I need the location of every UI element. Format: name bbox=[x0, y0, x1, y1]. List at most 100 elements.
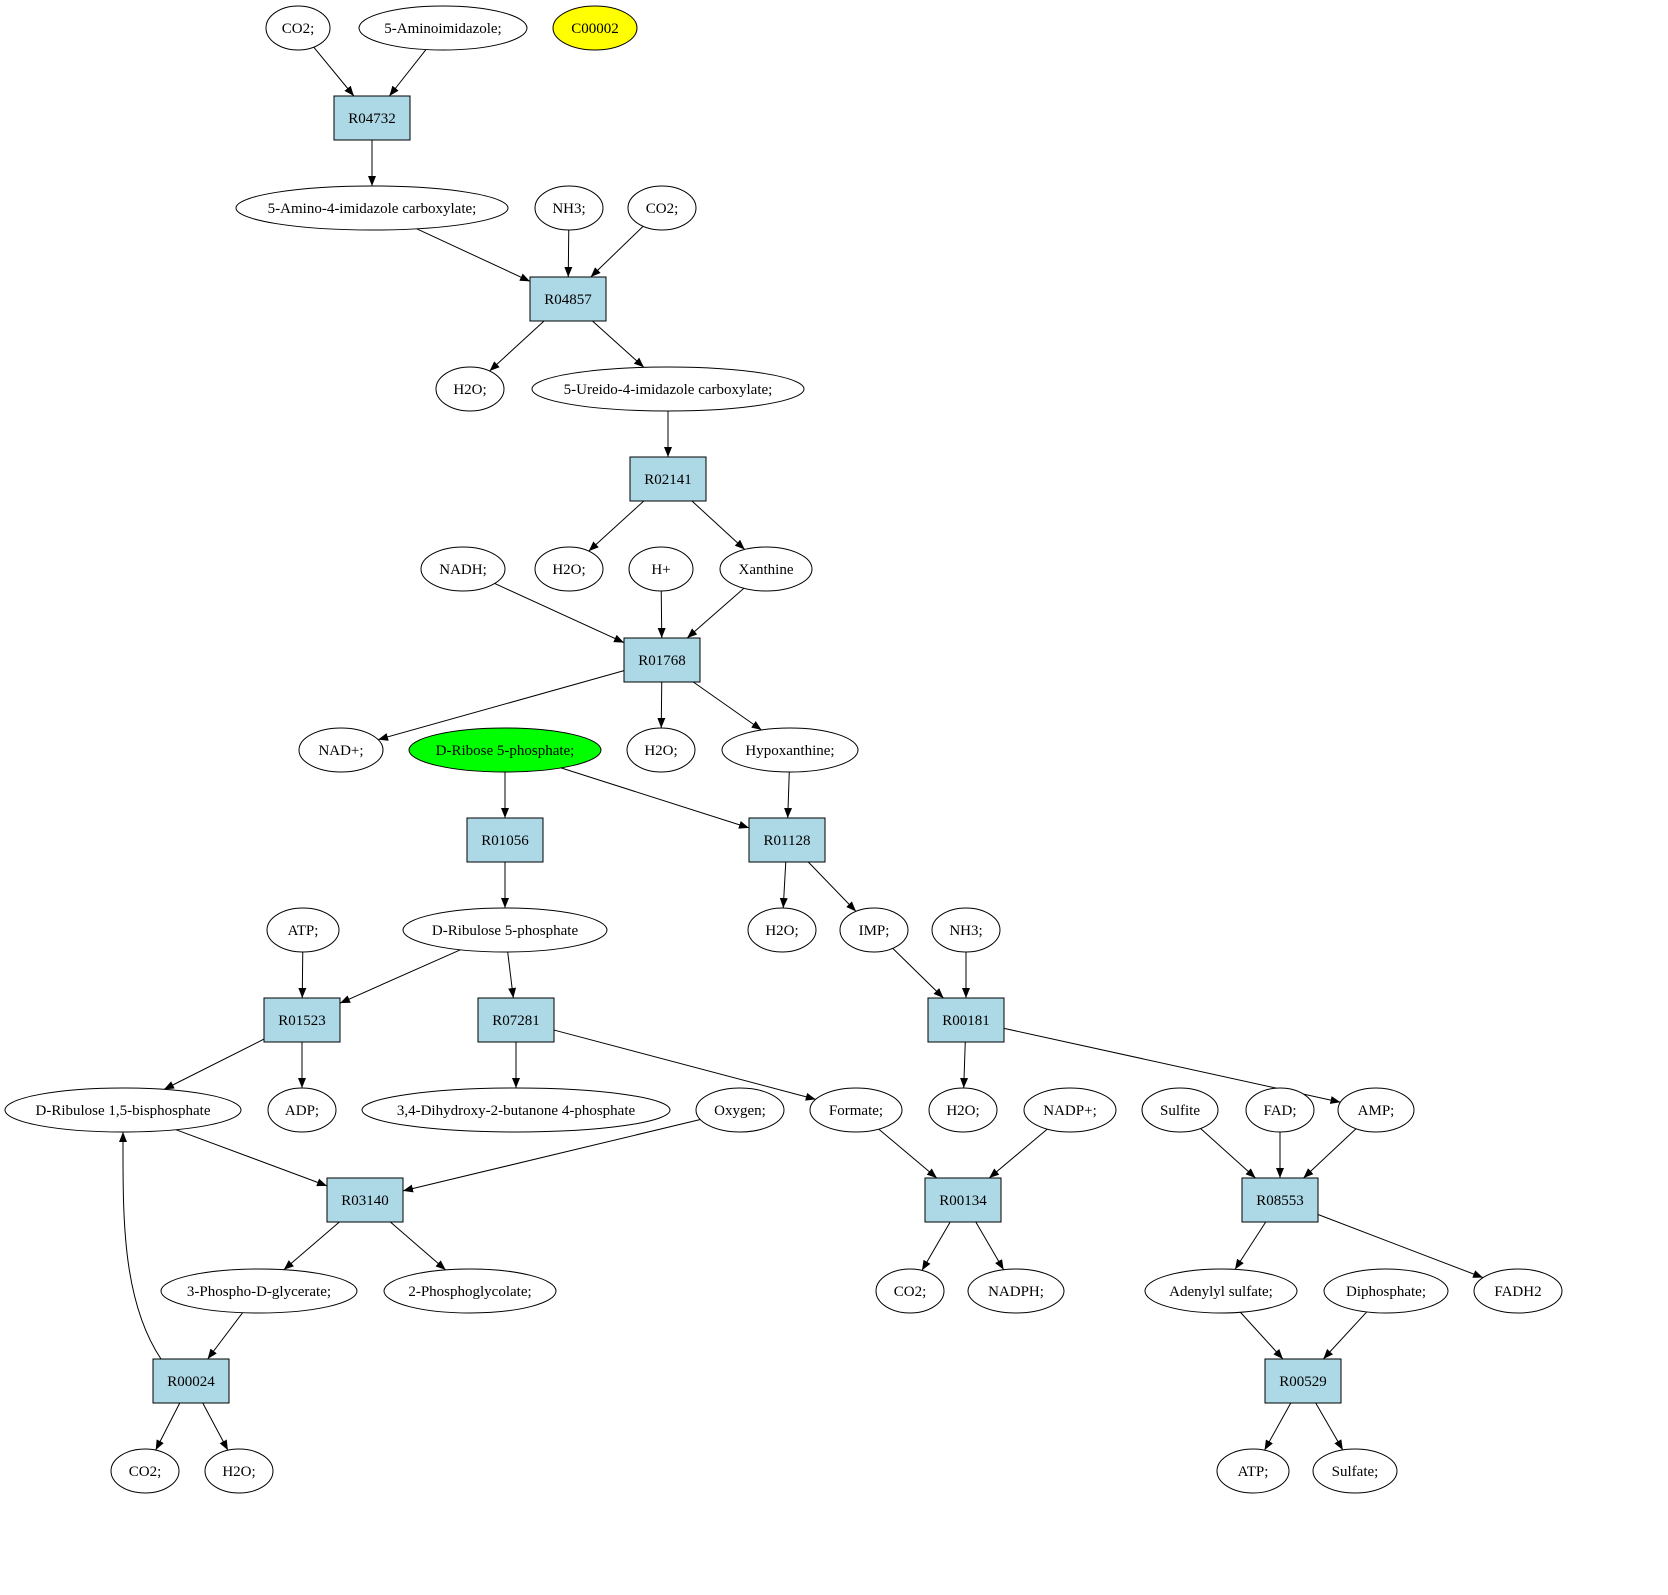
compound-ellipse bbox=[420, 546, 506, 592]
compound-node-c00002[interactable]: C00002 bbox=[552, 5, 638, 51]
reaction-node-R00529[interactable]: R00529 bbox=[1264, 1358, 1342, 1404]
edge-R00529-to-sulfate bbox=[1315, 1402, 1344, 1451]
reaction-node-R04857[interactable]: R04857 bbox=[529, 276, 607, 322]
reaction-node-R07281[interactable]: R07281 bbox=[477, 997, 555, 1043]
compound-node-fad[interactable]: FAD; bbox=[1245, 1087, 1315, 1133]
reaction-node-R04732[interactable]: R04732 bbox=[333, 95, 411, 141]
compound-ellipse bbox=[552, 5, 638, 51]
compound-node-h2o_3[interactable]: H2O; bbox=[626, 727, 696, 773]
node-label: R00134 bbox=[939, 1193, 987, 1209]
compound-node-sulfite[interactable]: Sulfite bbox=[1141, 1087, 1219, 1133]
edge-dr5p-to-R01128 bbox=[560, 767, 750, 829]
reaction-node-R00134[interactable]: R00134 bbox=[924, 1177, 1002, 1223]
compound-node-aps[interactable]: Adenylyl sulfate; bbox=[1144, 1268, 1298, 1314]
compound-node-dhbp[interactable]: 3,4-Dihydroxy-2-butanone 4-phosphate bbox=[361, 1087, 671, 1133]
reaction-node-R03140[interactable]: R03140 bbox=[326, 1177, 404, 1223]
compound-node-co2_a[interactable]: CO2; bbox=[265, 5, 331, 51]
compound-node-h2o_1[interactable]: H2O; bbox=[435, 366, 505, 412]
compound-ellipse bbox=[531, 366, 805, 412]
compound-node-fadh2[interactable]: FADH2 bbox=[1473, 1268, 1563, 1314]
node-label: NADP+; bbox=[1043, 1103, 1096, 1119]
node-label: H2O; bbox=[765, 923, 798, 939]
compound-ellipse bbox=[695, 1087, 785, 1133]
compound-ellipse bbox=[931, 907, 1001, 953]
edge-aminoimidazole-to-R04732 bbox=[388, 49, 427, 97]
edge-R01768-to-h2o_3 bbox=[657, 681, 666, 729]
edge-amp-to-R08553 bbox=[1303, 1128, 1357, 1179]
compound-ellipse bbox=[1023, 1087, 1117, 1133]
node-label: H2O; bbox=[552, 562, 585, 578]
compound-ellipse bbox=[4, 1087, 242, 1133]
compound-node-diphosphate[interactable]: Diphosphate; bbox=[1323, 1268, 1449, 1314]
edge-R04857-to-h2o_1 bbox=[489, 320, 545, 372]
compound-node-h2o_6[interactable]: H2O; bbox=[204, 1448, 274, 1494]
compound-node-h2o_4[interactable]: H2O; bbox=[747, 907, 817, 953]
node-label: Sulfate; bbox=[1332, 1464, 1379, 1480]
compound-ellipse bbox=[627, 185, 697, 231]
edge-nadh-to-R01768 bbox=[494, 583, 625, 644]
compound-node-oxygen[interactable]: Oxygen; bbox=[695, 1087, 785, 1133]
reaction-node-R00181[interactable]: R00181 bbox=[927, 997, 1005, 1043]
reaction-node-R01056[interactable]: R01056 bbox=[466, 817, 544, 863]
compound-ellipse bbox=[204, 1448, 274, 1494]
reaction-node-R01523[interactable]: R01523 bbox=[263, 997, 341, 1043]
edge-R00134-to-co2_c bbox=[921, 1221, 951, 1271]
compound-node-h2o_5[interactable]: H2O; bbox=[928, 1087, 998, 1133]
compound-node-nadp_plus[interactable]: NADP+; bbox=[1023, 1087, 1117, 1133]
compound-node-amp[interactable]: AMP; bbox=[1337, 1087, 1415, 1133]
compound-ellipse bbox=[534, 185, 604, 231]
edge-dru5p-to-R07281 bbox=[507, 951, 517, 999]
node-label: D-Ribulose 1,5-bisphosphate bbox=[36, 1103, 211, 1119]
compound-node-nadh[interactable]: NADH; bbox=[420, 546, 506, 592]
compound-node-co2_d[interactable]: CO2; bbox=[110, 1448, 180, 1494]
node-label: CO2; bbox=[282, 21, 315, 37]
compound-node-xanthine[interactable]: Xanthine bbox=[719, 546, 813, 592]
compound-node-u4ic[interactable]: 5-Ureido-4-imidazole carboxylate; bbox=[531, 366, 805, 412]
compound-node-a4ic[interactable]: 5-Amino-4-imidazole carboxylate; bbox=[235, 185, 509, 231]
compound-node-dru5p[interactable]: D-Ribulose 5-phosphate bbox=[402, 907, 608, 953]
reaction-node-R01768[interactable]: R01768 bbox=[623, 637, 701, 683]
compound-node-atp_b[interactable]: ATP; bbox=[1216, 1448, 1290, 1494]
edge-R01768-to-hypox bbox=[693, 681, 762, 731]
node-label: ATP; bbox=[288, 923, 319, 939]
edge-R07281-to-formate bbox=[553, 1029, 816, 1101]
compound-ellipse bbox=[266, 907, 340, 953]
compound-node-formate[interactable]: Formate; bbox=[809, 1087, 903, 1133]
edge-sulfite-to-R08553 bbox=[1200, 1128, 1256, 1179]
reaction-box bbox=[326, 1177, 404, 1223]
compound-node-nadph[interactable]: NADPH; bbox=[967, 1268, 1065, 1314]
compound-node-pg3[interactable]: 3-Phospho-D-glycerate; bbox=[160, 1268, 358, 1314]
edge-a4ic-to-R04857 bbox=[416, 228, 531, 282]
compound-node-adp[interactable]: ADP; bbox=[267, 1087, 337, 1133]
reaction-node-R02141[interactable]: R02141 bbox=[629, 456, 707, 502]
compound-ellipse bbox=[402, 907, 608, 953]
compound-node-sulfate[interactable]: Sulfate; bbox=[1312, 1448, 1398, 1494]
compound-ellipse bbox=[408, 727, 602, 773]
compound-node-nh3_a[interactable]: NH3; bbox=[534, 185, 604, 231]
compound-node-hplus[interactable]: H+ bbox=[628, 546, 694, 592]
compound-node-atp_a[interactable]: ATP; bbox=[266, 907, 340, 953]
compound-node-nadp_plus_a[interactable]: NAD+; bbox=[298, 727, 384, 773]
reaction-box bbox=[623, 637, 701, 683]
edge-nadp_plus-to-R00134 bbox=[988, 1128, 1048, 1179]
compound-node-imp[interactable]: IMP; bbox=[839, 907, 909, 953]
reaction-node-R08553[interactable]: R08553 bbox=[1241, 1177, 1319, 1223]
reaction-box bbox=[1264, 1358, 1342, 1404]
compound-node-nh3_b[interactable]: NH3; bbox=[931, 907, 1001, 953]
edge-co2_b-to-R04857 bbox=[590, 225, 644, 278]
reaction-node-R00024[interactable]: R00024 bbox=[152, 1358, 230, 1404]
compound-node-co2_c[interactable]: CO2; bbox=[875, 1268, 945, 1314]
compound-ellipse bbox=[110, 1448, 180, 1494]
reaction-box bbox=[924, 1177, 1002, 1223]
compound-node-dr5p[interactable]: D-Ribose 5-phosphate; bbox=[408, 727, 602, 773]
compound-node-co2_b[interactable]: CO2; bbox=[627, 185, 697, 231]
compound-ellipse bbox=[839, 907, 909, 953]
reaction-node-R01128[interactable]: R01128 bbox=[748, 817, 826, 863]
compound-node-hypox[interactable]: Hypoxanthine; bbox=[721, 727, 859, 773]
compound-node-aminoimidazole[interactable]: 5-Aminoimidazole; bbox=[358, 5, 528, 51]
compound-ellipse bbox=[628, 546, 694, 592]
compound-node-pg2[interactable]: 2-Phosphoglycolate; bbox=[383, 1268, 557, 1314]
node-label: D-Ribulose 5-phosphate bbox=[432, 923, 579, 939]
compound-node-dru15bp[interactable]: D-Ribulose 1,5-bisphosphate bbox=[4, 1087, 242, 1133]
compound-node-h2o_2[interactable]: H2O; bbox=[534, 546, 604, 592]
